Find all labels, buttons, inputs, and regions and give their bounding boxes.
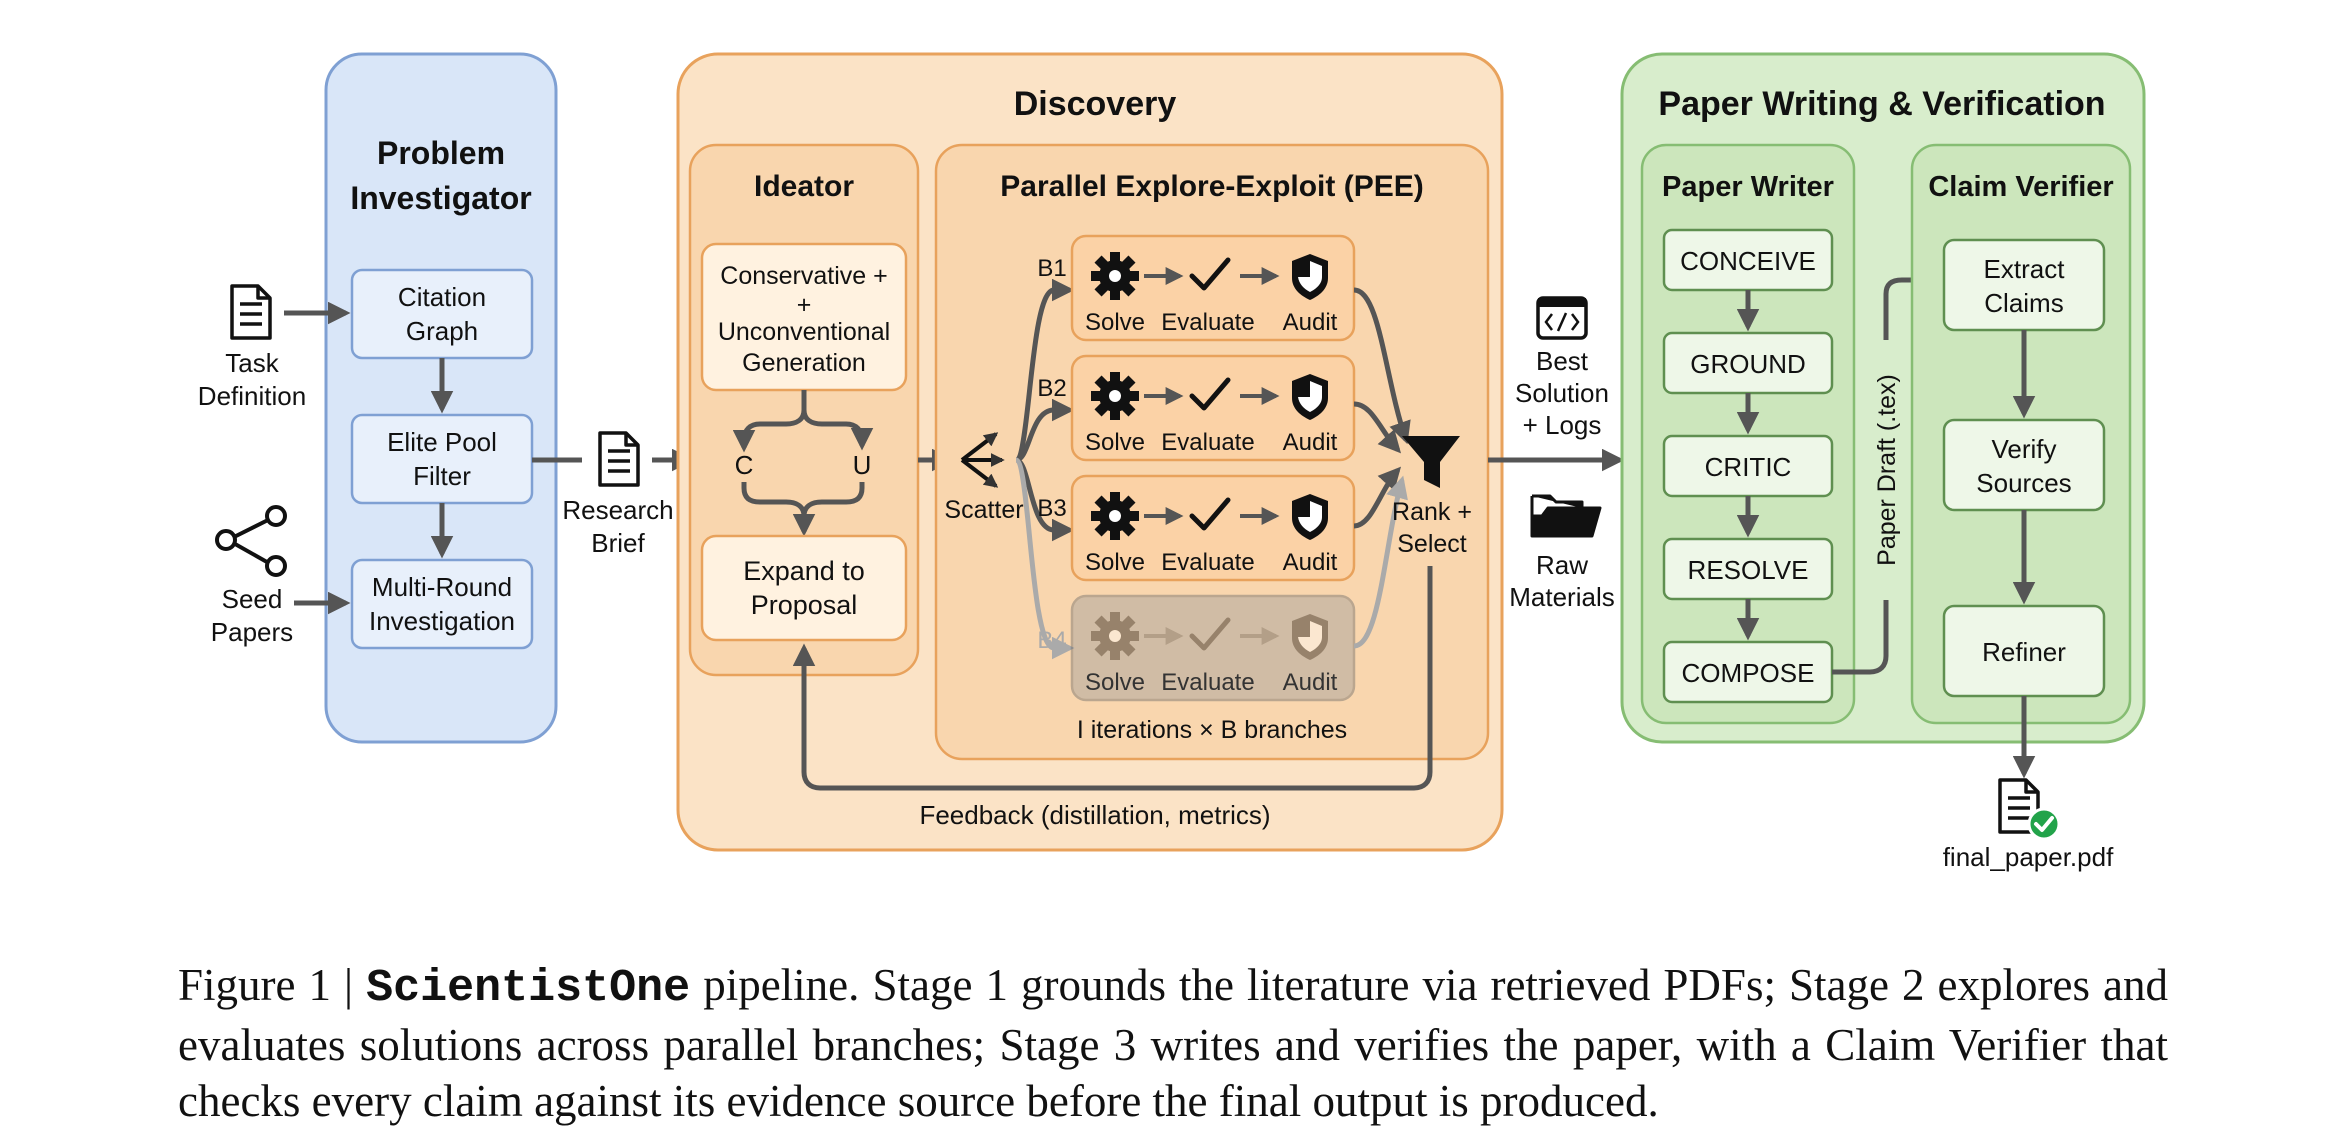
b4-to-funnel: [1353, 475, 1408, 649]
task-definition-icon: [230, 284, 272, 340]
b2-to-funnel: [1353, 401, 1402, 454]
verify-sources-label: Verify: [1991, 434, 2056, 464]
caption-text: pipeline. Stage 1 grounds the literature…: [178, 960, 2168, 1126]
branch-id-b1: B1: [1037, 255, 1066, 282]
rank-select-label-line2: Select: [1397, 530, 1467, 558]
task-definition-label: Task: [225, 348, 279, 378]
multi-round-investigation-label-line2: Investigation: [369, 606, 515, 636]
gear-icon: [1091, 252, 1139, 300]
compose-label: COMPOSE: [1682, 658, 1815, 688]
b4-evaluate-label: Evaluate: [1161, 669, 1254, 696]
raw-materials-label: Raw: [1536, 550, 1588, 580]
seed-papers-label: Seed: [222, 584, 283, 614]
rank-select-label: Rank +: [1392, 498, 1472, 526]
ideator-title: Ideator: [754, 170, 854, 203]
generation-label-3: Unconventional: [718, 318, 890, 346]
multi-round-investigation-label: Multi-Round: [372, 572, 512, 602]
best-solution-label: Best: [1536, 346, 1589, 376]
ground-label: GROUND: [1690, 349, 1806, 379]
task-definition-label-line2: Definition: [198, 381, 306, 411]
final-paper-label: final_paper.pdf: [1943, 842, 2114, 872]
raw-materials-label-line2: Materials: [1509, 582, 1614, 612]
paper-draft-label: Paper Draft (.tex): [1873, 374, 1901, 566]
best-solution-label-line3: + Logs: [1523, 410, 1602, 440]
code-window-icon: [1536, 296, 1588, 340]
branch-box-b2: [1070, 354, 1356, 462]
research-brief-icon: [598, 431, 640, 487]
share-icon: [215, 505, 287, 577]
branch-line-b1: [1013, 278, 1075, 463]
elite-pool-filter-label: Elite Pool: [387, 427, 497, 457]
research-brief-label: Research: [562, 495, 673, 525]
figure-caption: Figure 1 | ScientistOne pipeline. Stage …: [178, 957, 2168, 1129]
caption-prefix: Figure 1 |: [178, 960, 367, 1010]
b3-evaluate-label: Evaluate: [1161, 549, 1254, 576]
conceive-label: CONCEIVE: [1680, 246, 1816, 276]
multi-round-investigation-box: [350, 558, 534, 650]
elite-pool-filter-label-line2: Filter: [413, 461, 471, 491]
best-solution-label-line2: Solution: [1515, 378, 1609, 408]
branch-id-b4: B4: [1037, 627, 1066, 654]
generation-label-1: Conservative +: [720, 262, 887, 290]
refiner-label: Refiner: [1982, 637, 2066, 667]
b3-solve-label: Solve: [1085, 549, 1145, 576]
citation-graph-label: Citation: [398, 282, 486, 312]
generation-label-2: +: [797, 291, 812, 319]
verify-sources-label-line2: Sources: [1976, 468, 2071, 498]
critic-label: CRITIC: [1705, 452, 1792, 482]
citation-graph-label-line2: Graph: [406, 316, 478, 346]
check-badge-icon: [2027, 807, 2061, 841]
seed-papers-label-line2: Papers: [211, 617, 293, 647]
expand-proposal-label-line2: Proposal: [751, 590, 858, 620]
branch-id-b3: B3: [1037, 495, 1066, 522]
paper-writer-title: Paper Writer: [1662, 171, 1834, 203]
resolve-label: RESOLVE: [1688, 555, 1809, 585]
feedback-loop: [792, 566, 1433, 791]
b1-to-funnel: [1353, 287, 1411, 445]
paper-stage-title: Paper Writing & Verification: [1658, 85, 2105, 123]
gear-icon: [1091, 612, 1139, 660]
discovery-title: Discovery: [1014, 85, 1177, 123]
pee-footer: I iterations × B branches: [1077, 716, 1347, 744]
extract-claims-label: Extract: [1984, 254, 2066, 284]
funnel-icon: [1402, 436, 1460, 488]
branch-id-b2: B2: [1037, 375, 1066, 402]
problem-investigator-title-line2: Investigator: [350, 180, 531, 216]
u-label: U: [853, 450, 872, 480]
expand-proposal-label: Expand to: [743, 556, 865, 586]
branch-line-b2: [1015, 398, 1075, 463]
branch-line-b4: [1013, 457, 1075, 660]
extract-claims-label-line2: Claims: [1984, 288, 2063, 318]
paper-draft-label-bg: [1872, 340, 1900, 600]
problem-investigator-title: Problem: [377, 135, 505, 171]
c-label: C: [735, 450, 754, 480]
b2-audit-label: Audit: [1283, 429, 1338, 456]
caption-name: ScientistOne: [366, 963, 691, 1014]
folder-icon: [1530, 494, 1602, 538]
feedback-label: Feedback (distillation, metrics): [919, 800, 1270, 830]
b3-audit-label: Audit: [1283, 549, 1338, 576]
b4-audit-label: Audit: [1283, 669, 1338, 696]
b2-evaluate-label: Evaluate: [1161, 429, 1254, 456]
claim-verifier-title: Claim Verifier: [1928, 171, 2113, 203]
pee-title: Parallel Explore-Exploit (PEE): [1000, 170, 1423, 203]
gear-icon: [1091, 492, 1139, 540]
b2-solve-label: Solve: [1085, 429, 1145, 456]
b1-solve-label: Solve: [1085, 309, 1145, 336]
b4-solve-label: Solve: [1085, 669, 1145, 696]
b1-evaluate-label: Evaluate: [1161, 309, 1254, 336]
gear-icon: [1091, 372, 1139, 420]
generation-label-4: Generation: [742, 349, 866, 377]
expand-proposal-box: [700, 534, 908, 642]
scatter-label: Scatter: [944, 496, 1023, 524]
research-brief-label-line2: Brief: [591, 528, 645, 558]
b1-audit-label: Audit: [1283, 309, 1338, 336]
scatter-icon: [960, 432, 1005, 488]
